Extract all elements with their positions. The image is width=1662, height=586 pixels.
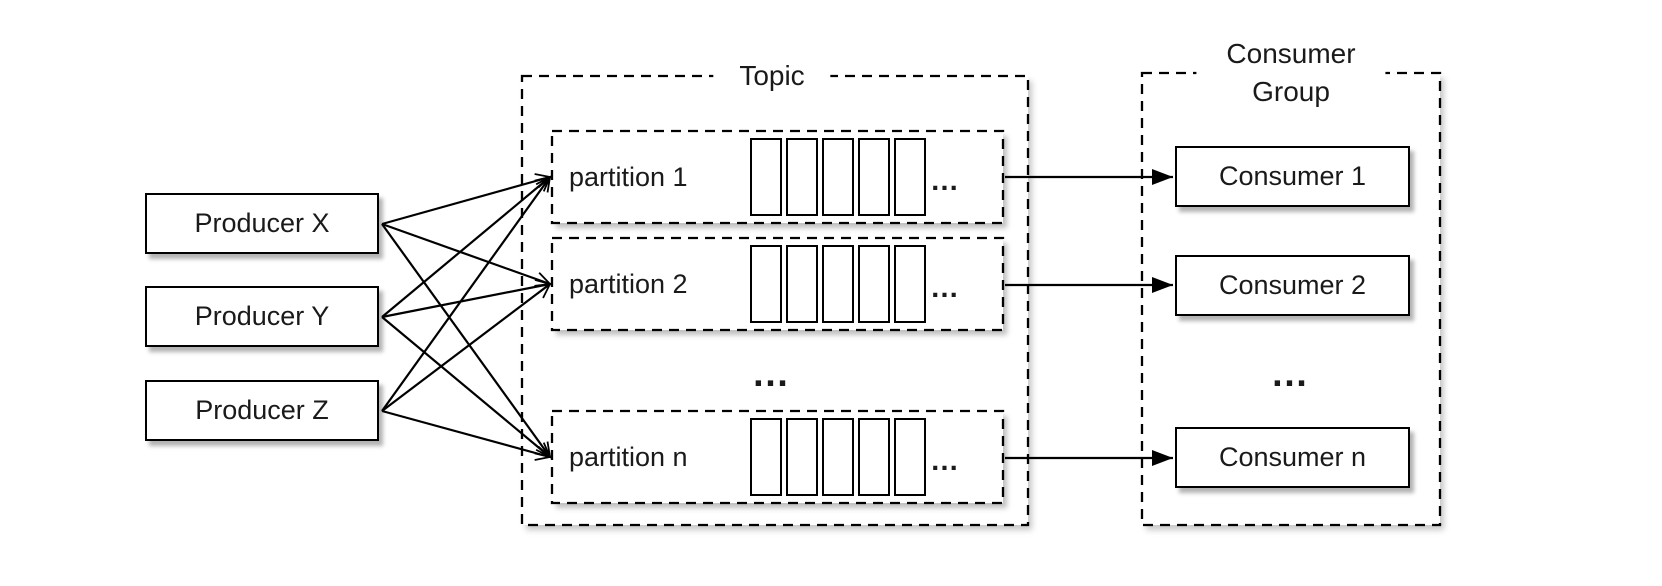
consumer-2-label: Consumer 2 xyxy=(1218,270,1367,300)
message-slot xyxy=(786,418,818,496)
message-slot xyxy=(858,245,890,323)
partition-n-box: partition n … xyxy=(552,411,1003,503)
producer-x-label: Producer X xyxy=(194,208,330,238)
consumer-2-box: Consumer 2 xyxy=(1175,255,1410,316)
message-slot xyxy=(750,418,782,496)
message-slot xyxy=(894,138,926,216)
producer-x-box: Producer X xyxy=(145,193,379,254)
consumer-n-box: Consumer n xyxy=(1175,427,1410,488)
consumer-group-title: Consumer Group xyxy=(1196,35,1386,111)
partition-2-box: partition 2 … xyxy=(552,238,1003,330)
message-slot xyxy=(822,418,854,496)
message-slot xyxy=(786,245,818,323)
message-slot xyxy=(750,138,782,216)
message-slot xyxy=(750,245,782,323)
partition-n-label: partition n xyxy=(569,441,688,472)
consumer-1-label: Consumer 1 xyxy=(1218,161,1367,191)
message-slot xyxy=(858,138,890,216)
consumer-group-title-line2: Group xyxy=(1252,76,1330,107)
partition-2-message-slots xyxy=(750,245,926,323)
message-slot xyxy=(822,138,854,216)
producer-z-box: Producer Z xyxy=(145,380,379,441)
producer-y-label: Producer Y xyxy=(194,301,330,331)
partition-2-label: partition 2 xyxy=(569,268,688,299)
message-slot xyxy=(858,418,890,496)
consumer-group-title-line1: Consumer xyxy=(1226,38,1356,69)
message-slot xyxy=(786,138,818,216)
message-slot xyxy=(894,245,926,323)
message-slot xyxy=(822,245,854,323)
producer-z-label: Producer Z xyxy=(195,395,329,425)
partition-1-label: partition 1 xyxy=(569,161,688,192)
partition-n-message-slots xyxy=(750,418,926,496)
partition-1-message-slots xyxy=(750,138,926,216)
topic-title: Topic xyxy=(713,59,831,93)
producer-y-box: Producer Y xyxy=(145,286,379,347)
consumer-1-box: Consumer 1 xyxy=(1175,146,1410,207)
message-slot xyxy=(894,418,926,496)
consumer-n-label: Consumer n xyxy=(1218,442,1367,472)
partition-1-box: partition 1 … xyxy=(552,131,1003,223)
